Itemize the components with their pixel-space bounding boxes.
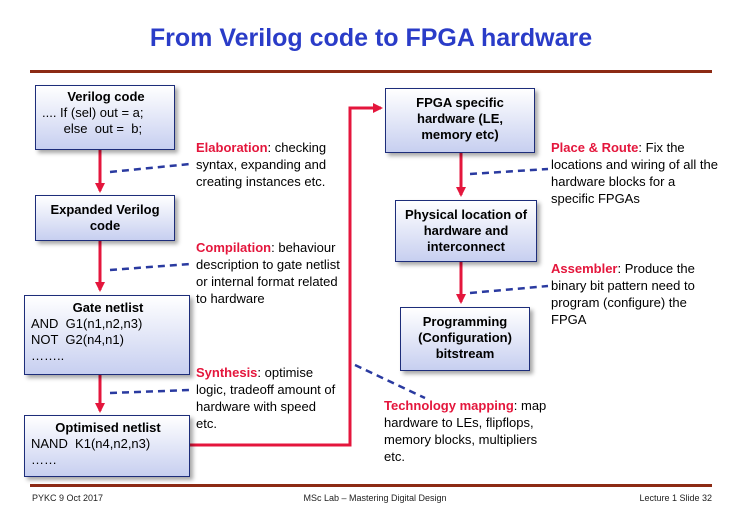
note-compilation: Compilation: behaviour description to ga… <box>196 239 346 307</box>
box-physical-location-heading: Physical location of hardware and interc… <box>404 207 528 254</box>
box-verilog-code: Verilog code .... If (sel) out = a; else… <box>35 85 175 150</box>
note-technology-mapping-keyword: Technology mapping <box>384 398 514 413</box>
box-optimised-netlist-line-2: …… <box>31 452 57 467</box>
box-gate-netlist-line-3: …….. <box>31 348 65 363</box>
box-optimised-netlist-line-1: NAND K1(n4,n2,n3) <box>31 436 151 451</box>
leader-technology-mapping <box>354 363 426 400</box>
box-verilog-code-line-1: .... If (sel) out = a; <box>42 105 144 120</box>
footer-slide-ref: Lecture 1 Slide 32 <box>639 493 712 503</box>
footer-author-date: PYKC 9 Oct 2017 <box>32 493 104 503</box>
leader-elaboration <box>109 162 191 174</box>
box-gate-netlist-line-1: AND G1(n1,n2,n3) <box>31 316 143 331</box>
note-assembler: Assembler: Produce the binary bit patter… <box>551 260 721 328</box>
note-synthesis-text: : optimise logic, tradeoff amount of har… <box>196 365 336 431</box>
box-verilog-code-line-2: else out = b; <box>42 121 143 136</box>
box-optimised-netlist: Optimised netlist NAND K1(n4,n2,n3) …… <box>24 415 190 477</box>
leader-compilation <box>109 262 191 272</box>
footer-divider <box>30 484 712 487</box>
note-synthesis-keyword: Synthesis <box>196 365 258 380</box>
title-divider <box>30 70 712 73</box>
box-physical-location: Physical location of hardware and interc… <box>395 200 537 262</box>
leader-synthesis <box>109 388 191 395</box>
box-programming: Programming (Configuration) bitstream <box>400 307 530 371</box>
note-compilation-keyword: Compilation <box>196 240 272 255</box>
box-programming-heading: Programming (Configuration) bitstream <box>418 314 512 361</box>
box-gate-netlist-line-2: NOT G2(n4,n1) <box>31 332 124 347</box>
note-assembler-text: : Produce the binary bit pattern need to… <box>551 261 695 327</box>
box-expanded-verilog-heading: Expanded Verilog code <box>50 202 160 233</box>
note-assembler-keyword: Assembler <box>551 261 618 276</box>
note-compilation-text: : behaviour description to gate netlist … <box>196 240 340 306</box>
box-optimised-netlist-heading: Optimised netlist <box>55 420 161 435</box>
note-place-route-text: : Fix the locations and wiring of all th… <box>551 140 718 206</box>
note-place-route-keyword: Place & Route <box>551 140 639 155</box>
box-verilog-code-heading: Verilog code <box>67 89 145 104</box>
box-fpga-specific-heading: FPGA specific hardware (LE, memory etc) <box>416 95 504 142</box>
note-technology-mapping-text: : map hardware to LEs, flipflops, memory… <box>384 398 547 464</box>
box-fpga-specific: FPGA specific hardware (LE, memory etc) <box>385 88 535 153</box>
box-gate-netlist: Gate netlist AND G1(n1,n2,n3) NOT G2(n4,… <box>24 295 190 375</box>
box-gate-netlist-heading: Gate netlist <box>72 300 144 315</box>
slide-title: From Verilog code to FPGA hardware <box>149 24 593 52</box>
arrow-optimised-to-fpga <box>190 103 383 447</box>
leader-place-route <box>469 167 549 176</box>
footer-course: MSc Lab – Mastering Digital Design <box>303 493 447 503</box>
note-elaboration-keyword: Elaboration <box>196 140 268 155</box>
note-technology-mapping: Technology mapping: map hardware to LEs,… <box>384 397 559 465</box>
box-expanded-verilog: Expanded Verilog code <box>35 195 175 241</box>
note-elaboration-text: : checking syntax, expanding and creatin… <box>196 140 327 189</box>
note-elaboration: Elaboration: checking syntax, expanding … <box>196 139 351 190</box>
leader-assembler <box>469 284 549 295</box>
note-synthesis: Synthesis: optimise logic, tradeoff amou… <box>196 364 338 432</box>
note-place-route: Place & Route: Fix the locations and wir… <box>551 139 721 207</box>
